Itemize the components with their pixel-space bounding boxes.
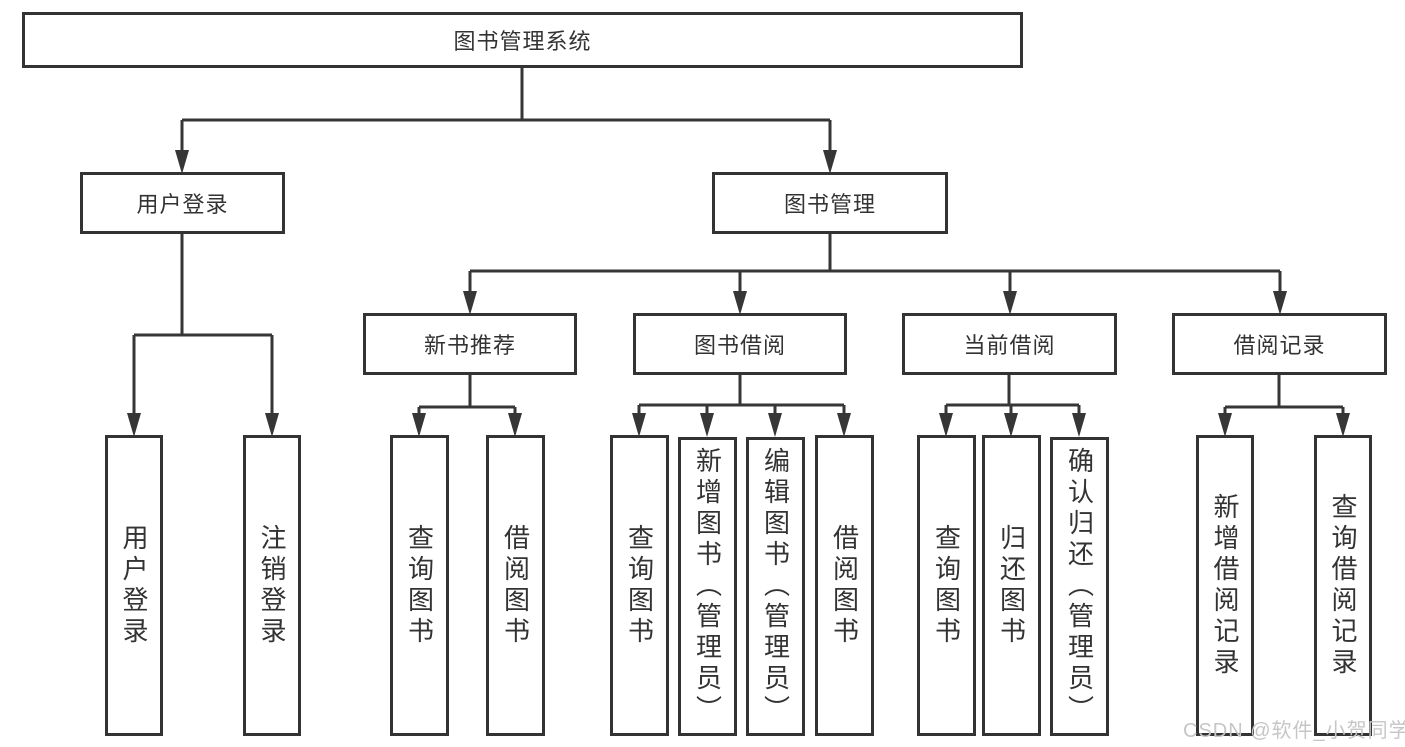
leaf-borrow-books-1: 借阅图书 [486, 435, 545, 736]
connector-book-borrow-branch [637, 375, 846, 415]
node-book-management-label: 图书管理 [783, 192, 876, 217]
leaf-return-book-label: 归还图书 [996, 523, 1027, 648]
leaf-user-login-label: 用户登录 [119, 523, 149, 648]
node-user-login-label: 用户登录 [136, 192, 229, 217]
arrowhead-leaf-query-books-3 [939, 413, 953, 437]
arrowhead-leaf-borrow-books-2 [837, 413, 851, 437]
leaf-query-books-2: 查询图书 [610, 435, 669, 736]
connector-borrow-records-branch [1223, 375, 1345, 415]
node-borrow-records: 借阅记录 [1172, 313, 1387, 375]
node-root-label: 图书管理系统 [453, 29, 592, 54]
leaf-query-books-1-label: 查询图书 [404, 523, 435, 648]
arrowhead-leaf-query-record [1336, 413, 1350, 437]
leaf-return-book: 归还图书 [982, 435, 1041, 736]
arrowhead-leaf-user-login [127, 413, 141, 437]
leaf-confirm-return-admin-label: 确认归还（管理员） [1064, 447, 1095, 726]
node-root: 图书管理系统 [22, 12, 1023, 68]
leaf-query-books-3-label: 查询图书 [931, 523, 962, 648]
leaf-add-borrow-record-label: 新增借阅记录 [1210, 492, 1240, 679]
arrowhead-leaf-add-book [700, 413, 714, 437]
node-current-borrow-label: 当前借阅 [963, 333, 1056, 358]
arrowhead-leaf-query-books-2 [632, 413, 646, 437]
arrowhead-leaf-add-record [1218, 413, 1232, 437]
leaf-query-books-3: 查询图书 [917, 435, 976, 736]
connector-root-branch [180, 68, 832, 154]
leaf-query-borrow-record: 查询借阅记录 [1314, 435, 1372, 736]
arrowhead-leaf-logout [265, 413, 279, 437]
leaf-logout: 注销登录 [243, 435, 301, 736]
arrowhead-book-management [823, 150, 837, 174]
leaf-add-book-admin: 新增图书（管理员） [678, 437, 737, 736]
node-user-login: 用户登录 [80, 172, 285, 234]
node-new-book-recommend-label: 新书推荐 [423, 333, 516, 358]
node-book-management: 图书管理 [712, 172, 948, 234]
node-new-book-recommend: 新书推荐 [363, 313, 577, 375]
node-book-borrow: 图书借阅 [633, 313, 847, 375]
node-borrow-records-label: 借阅记录 [1233, 333, 1326, 358]
leaf-logout-label: 注销登录 [257, 523, 287, 648]
arrowhead-leaf-edit-book [768, 413, 782, 437]
arrowhead-current-borrow [1003, 291, 1017, 315]
connector-user-login-branch [132, 234, 274, 415]
connector-new-book-branch [417, 375, 517, 415]
connector-current-borrow-branch [944, 375, 1081, 415]
connector-book-management-branch [468, 234, 1282, 293]
leaf-query-books-2-label: 查询图书 [624, 523, 655, 648]
arrowhead-user-login [175, 150, 189, 174]
leaf-confirm-return-admin: 确认归还（管理员） [1050, 437, 1109, 736]
arrowhead-book-borrow [733, 291, 747, 315]
leaf-query-books-1: 查询图书 [390, 435, 449, 736]
arrowhead-leaf-return-book [1004, 413, 1018, 437]
leaf-user-login: 用户登录 [105, 435, 163, 736]
arrowhead-new-book [463, 291, 477, 315]
arrowhead-leaf-query-books-1 [412, 413, 426, 437]
leaf-borrow-books-2: 借阅图书 [815, 435, 874, 736]
leaf-borrow-books-2-label: 借阅图书 [829, 523, 860, 648]
arrowhead-leaf-confirm-return [1072, 413, 1086, 437]
arrowhead-leaf-borrow-books-1 [508, 413, 522, 437]
watermark: CSDN @软件_小贺同学 [1183, 720, 1405, 742]
leaf-add-book-admin-label: 新增图书（管理员） [692, 447, 723, 726]
node-book-borrow-label: 图书借阅 [693, 333, 786, 358]
leaf-borrow-books-1-label: 借阅图书 [500, 523, 531, 648]
arrowhead-borrow-records [1273, 291, 1287, 315]
leaf-add-borrow-record: 新增借阅记录 [1196, 435, 1254, 736]
leaf-edit-book-admin-label: 编辑图书（管理员） [760, 447, 791, 726]
node-current-borrow: 当前借阅 [902, 313, 1117, 375]
leaf-query-borrow-record-label: 查询借阅记录 [1328, 492, 1358, 679]
leaf-edit-book-admin: 编辑图书（管理员） [746, 437, 805, 736]
